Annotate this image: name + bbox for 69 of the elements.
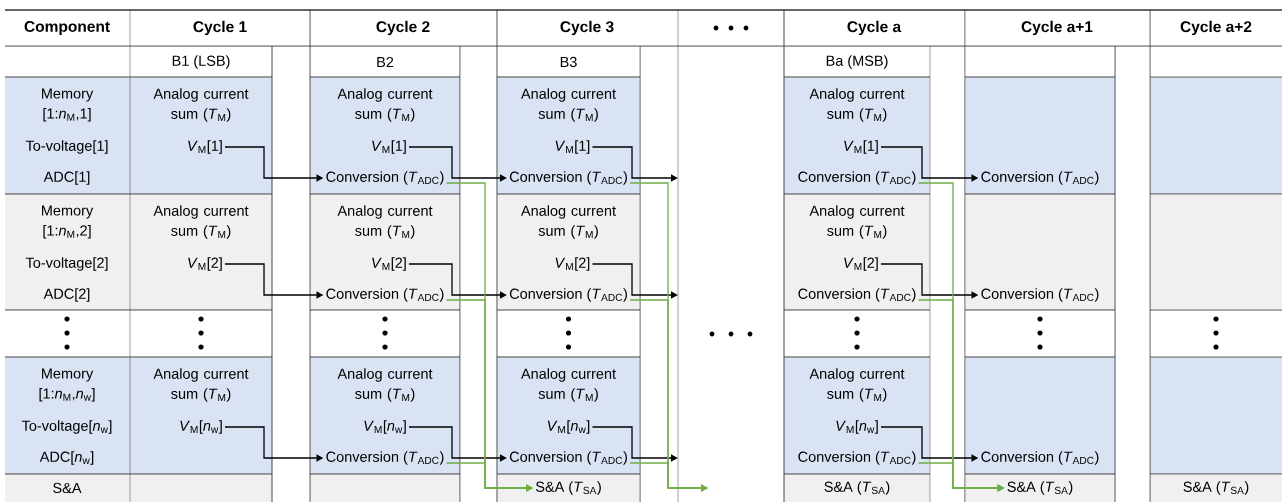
sa-label: S&A (T$_{SA}$) [1007, 481, 1073, 495]
column-header: Component [24, 21, 110, 35]
signal-label: V$_{M}$[1] [555, 140, 590, 154]
arrow [591, 426, 678, 462]
row-label: S&A [53, 482, 82, 494]
signal-label: V$_{M}$[n$_{w}$] [836, 420, 878, 434]
row-label: Memory [1:n$_{M}$,1] [42, 88, 94, 122]
cell-text: S&A (T$_{SA}$) [1183, 481, 1249, 495]
conversion-label: Conversion (T$_{ADC}$) [798, 171, 916, 185]
signal-label: V$_{M}$[1] [188, 140, 222, 154]
arrow [408, 263, 507, 299]
signal-label: V$_{M}$[n$_{w}$] [180, 420, 222, 434]
conversion-label: Conversion (T$_{ADC}$) [326, 288, 444, 302]
signal-label: V$_{M}$[1] [844, 140, 878, 154]
conversion-label: Conversion (T$_{ADC}$) [326, 451, 444, 465]
column-header: Cycle 3 [560, 20, 614, 36]
cell-text: Analog current sum (T$_{M}$) [337, 205, 433, 239]
cell-text: Analog current sum (T$_{M}$) [521, 368, 616, 402]
cell-text: Analog current sum (T$_{M}$) [337, 368, 433, 402]
signal-label: V$_{M}$[2] [372, 257, 406, 271]
arrow [408, 146, 507, 182]
cell-text: Analog current sum (T$_{M}$) [153, 88, 249, 122]
arrow [591, 146, 678, 182]
cell-text: Analog current sum (T$_{M}$) [337, 88, 433, 122]
cell-text: Analog current sum (T$_{M}$) [809, 205, 905, 239]
row-label: To-voltage[1] [25, 140, 108, 154]
column-header: Cycle 2 [376, 20, 430, 36]
row-label: Memory [1:n$_{M}$,n$_{w}$] [39, 368, 95, 402]
column-header: Cycle 1 [193, 20, 247, 36]
cell-text: Analog current sum (T$_{M}$) [809, 368, 905, 402]
conversion-label: Conversion (T$_{ADC}$) [798, 288, 916, 302]
row-label: To-voltage[n$_{w}$] [21, 420, 112, 434]
bit-label: B3 [560, 56, 577, 68]
column-header: Cycle a+1 [1021, 20, 1093, 36]
conversion-label: Conversion (T$_{ADC}$) [509, 288, 627, 302]
signal-label: V$_{M}$[2] [188, 257, 222, 271]
signal-label: V$_{M}$[n$_{w}$] [547, 420, 590, 434]
bit-label: B2 [377, 56, 394, 68]
column-header: Cycle a+2 [1180, 20, 1252, 36]
signal-label: V$_{M}$[2] [844, 257, 878, 271]
signal-label: V$_{M}$[n$_{w}$] [364, 420, 406, 434]
bit-label: B1 (LSB) [172, 55, 230, 69]
arrow [408, 426, 507, 462]
conversion-label: Conversion (T$_{ADC}$) [798, 451, 916, 465]
conversion-label: Conversion (T$_{ADC}$) [981, 288, 1099, 302]
conversion-label: Conversion (T$_{ADC}$) [509, 171, 627, 185]
conversion-label: Conversion (T$_{ADC}$) [326, 171, 444, 185]
conversion-label: Conversion (T$_{ADC}$) [981, 171, 1099, 185]
cell-text: Analog current sum (T$_{M}$) [153, 368, 249, 402]
row-label: ADC[1] [43, 171, 90, 185]
row-label: ADC[n$_{w}$] [39, 451, 94, 465]
bit-label: Ba (MSB) [826, 55, 888, 69]
row-label: ADC[2] [43, 288, 90, 302]
cell-text: Analog current sum (T$_{M}$) [521, 88, 616, 122]
cell-text: Analog current sum (T$_{M}$) [809, 88, 905, 122]
signal-label: V$_{M}$[1] [372, 140, 406, 154]
signal-label: V$_{M}$[2] [555, 257, 590, 271]
sa-label: S&A (T$_{SA}$) [535, 481, 601, 495]
cell-text: Analog current sum (T$_{M}$) [521, 205, 616, 239]
row-label: To-voltage[2] [25, 257, 108, 271]
row-label: Memory [1:n$_{M}$,2] [42, 205, 94, 239]
column-header: Cycle a [847, 20, 902, 36]
cell-text: S&A (T$_{SA}$) [824, 481, 890, 495]
conversion-label: Conversion (T$_{ADC}$) [981, 451, 1099, 465]
arrow [629, 462, 708, 492]
arrow [591, 263, 678, 299]
cell-text: Analog current sum (T$_{M}$) [153, 205, 249, 239]
arrow [445, 462, 533, 492]
conversion-label: Conversion (T$_{ADC}$) [509, 451, 627, 465]
